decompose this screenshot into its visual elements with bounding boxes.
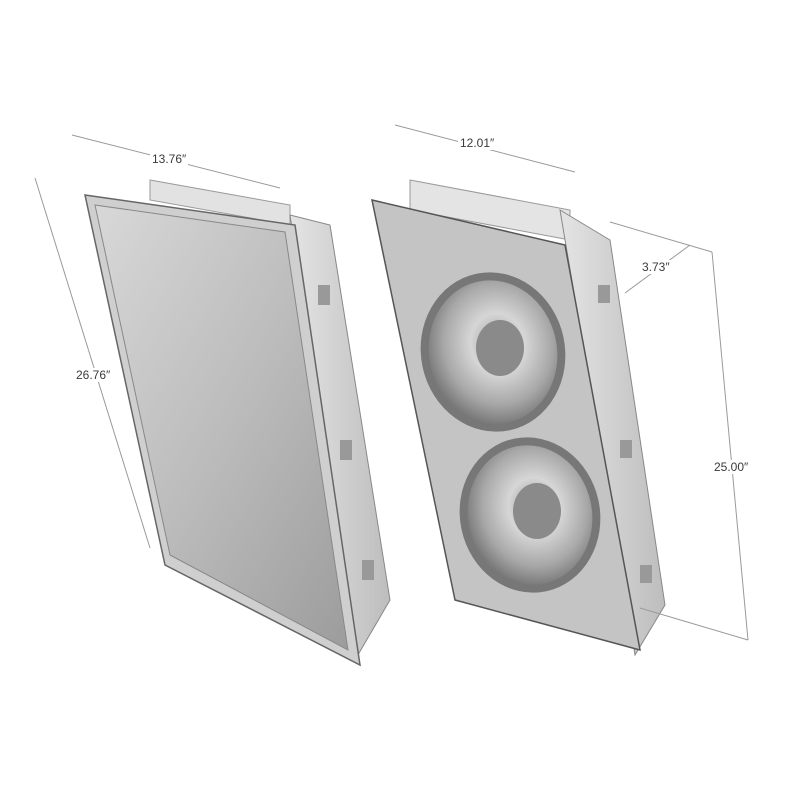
left-speaker-grille-view [84, 179, 391, 667]
mounting-clip-icon [362, 560, 374, 580]
right-speaker-woofer-view [371, 179, 666, 657]
left-height-dimension: 26.76″ [74, 368, 113, 382]
dimension-lines [34, 124, 749, 641]
mounting-clip-icon [340, 440, 352, 460]
right-height-dimension: 25.00″ [712, 460, 751, 474]
woofer-upper [420, 272, 566, 432]
right-depth-dimension: 3.73″ [640, 260, 672, 274]
left-width-dimension: 13.76″ [150, 152, 189, 166]
woofer-lower [459, 437, 601, 593]
mounting-clip-icon [640, 565, 652, 583]
mounting-clip-icon [620, 440, 632, 458]
mounting-clip-icon [598, 285, 610, 303]
right-width-dimension: 12.01″ [458, 136, 497, 150]
mounting-clip-icon [318, 285, 330, 305]
